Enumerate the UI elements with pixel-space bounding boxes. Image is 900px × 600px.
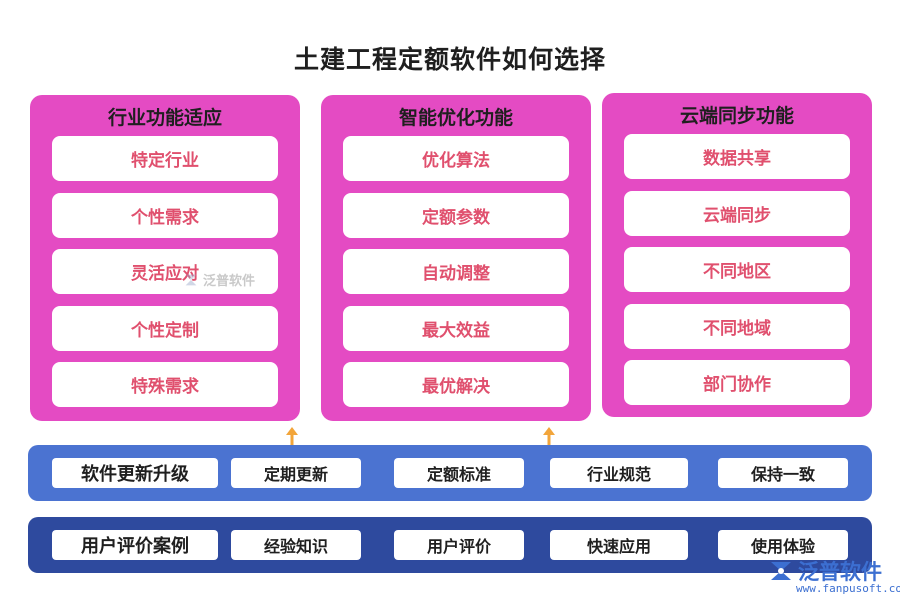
band-chip: 软件更新升级 xyxy=(52,458,218,488)
band-software-update: 软件更新升级 定期更新 定额标准 行业规范 保持一致 xyxy=(28,445,872,501)
corner-logo-text: 泛普软件 xyxy=(798,560,882,584)
panel-item: 定额参数 xyxy=(343,192,569,238)
panel-item: 自动调整 xyxy=(343,249,569,294)
panel-item: 不同地域 xyxy=(624,303,850,349)
panel-item: 最优解决 xyxy=(343,362,569,407)
logo-icon xyxy=(185,274,197,285)
panel-title: 行业功能适应 xyxy=(107,107,222,129)
band-chip: 行业规范 xyxy=(550,458,688,488)
panel-cloud-sync: 云端同步功能 数据共享 云端同步 不同地区 不同地域 部门协作 xyxy=(602,93,872,417)
diagram-title: 土建工程定额软件如何选择 xyxy=(293,45,606,74)
panel-title: 智能优化功能 xyxy=(398,107,513,129)
band-chip: 经验知识 xyxy=(231,530,361,560)
panel-item: 部门协作 xyxy=(624,360,850,405)
band-chip: 用户评价案例 xyxy=(52,530,218,560)
panel-item: 特定行业 xyxy=(52,136,278,181)
panel-smart-optimization: 智能优化功能 优化算法 定额参数 自动调整 最大效益 最优解决 xyxy=(321,95,591,421)
watermark-logo: 泛普软件 xyxy=(182,270,255,289)
panel-title: 云端同步功能 xyxy=(679,105,794,127)
corner-logo: 泛普软件 xyxy=(768,556,882,586)
band-chip: 使用体验 xyxy=(718,530,848,560)
panel-industry-adaptation: 行业功能适应 特定行业 个性需求 灵活应对 个性定制 特殊需求 xyxy=(30,95,300,421)
panel-item: 个性定制 xyxy=(52,305,278,351)
panel-item: 最大效益 xyxy=(343,305,569,351)
band-chip: 定额标准 xyxy=(394,458,524,488)
band-chip: 快速应用 xyxy=(550,530,688,560)
corner-logo-url: www.fanpusoft.com xyxy=(796,582,900,595)
panel-item: 特殊需求 xyxy=(52,362,278,407)
band-user-reviews: 用户评价案例 经验知识 用户评价 快速应用 使用体验 xyxy=(28,517,872,573)
panel-item: 优化算法 xyxy=(343,136,569,181)
logo-icon xyxy=(771,562,791,580)
panel-item: 不同地区 xyxy=(624,247,850,292)
panel-item: 云端同步 xyxy=(624,190,850,236)
band-chip: 定期更新 xyxy=(231,458,361,488)
watermark-text: 泛普软件 xyxy=(203,274,256,289)
panel-item: 数据共享 xyxy=(624,134,850,179)
band-chip: 保持一致 xyxy=(718,458,848,488)
band-chip: 用户评价 xyxy=(394,530,524,560)
panel-item: 个性需求 xyxy=(52,192,278,238)
panel-item: 灵活应对 xyxy=(52,249,278,294)
